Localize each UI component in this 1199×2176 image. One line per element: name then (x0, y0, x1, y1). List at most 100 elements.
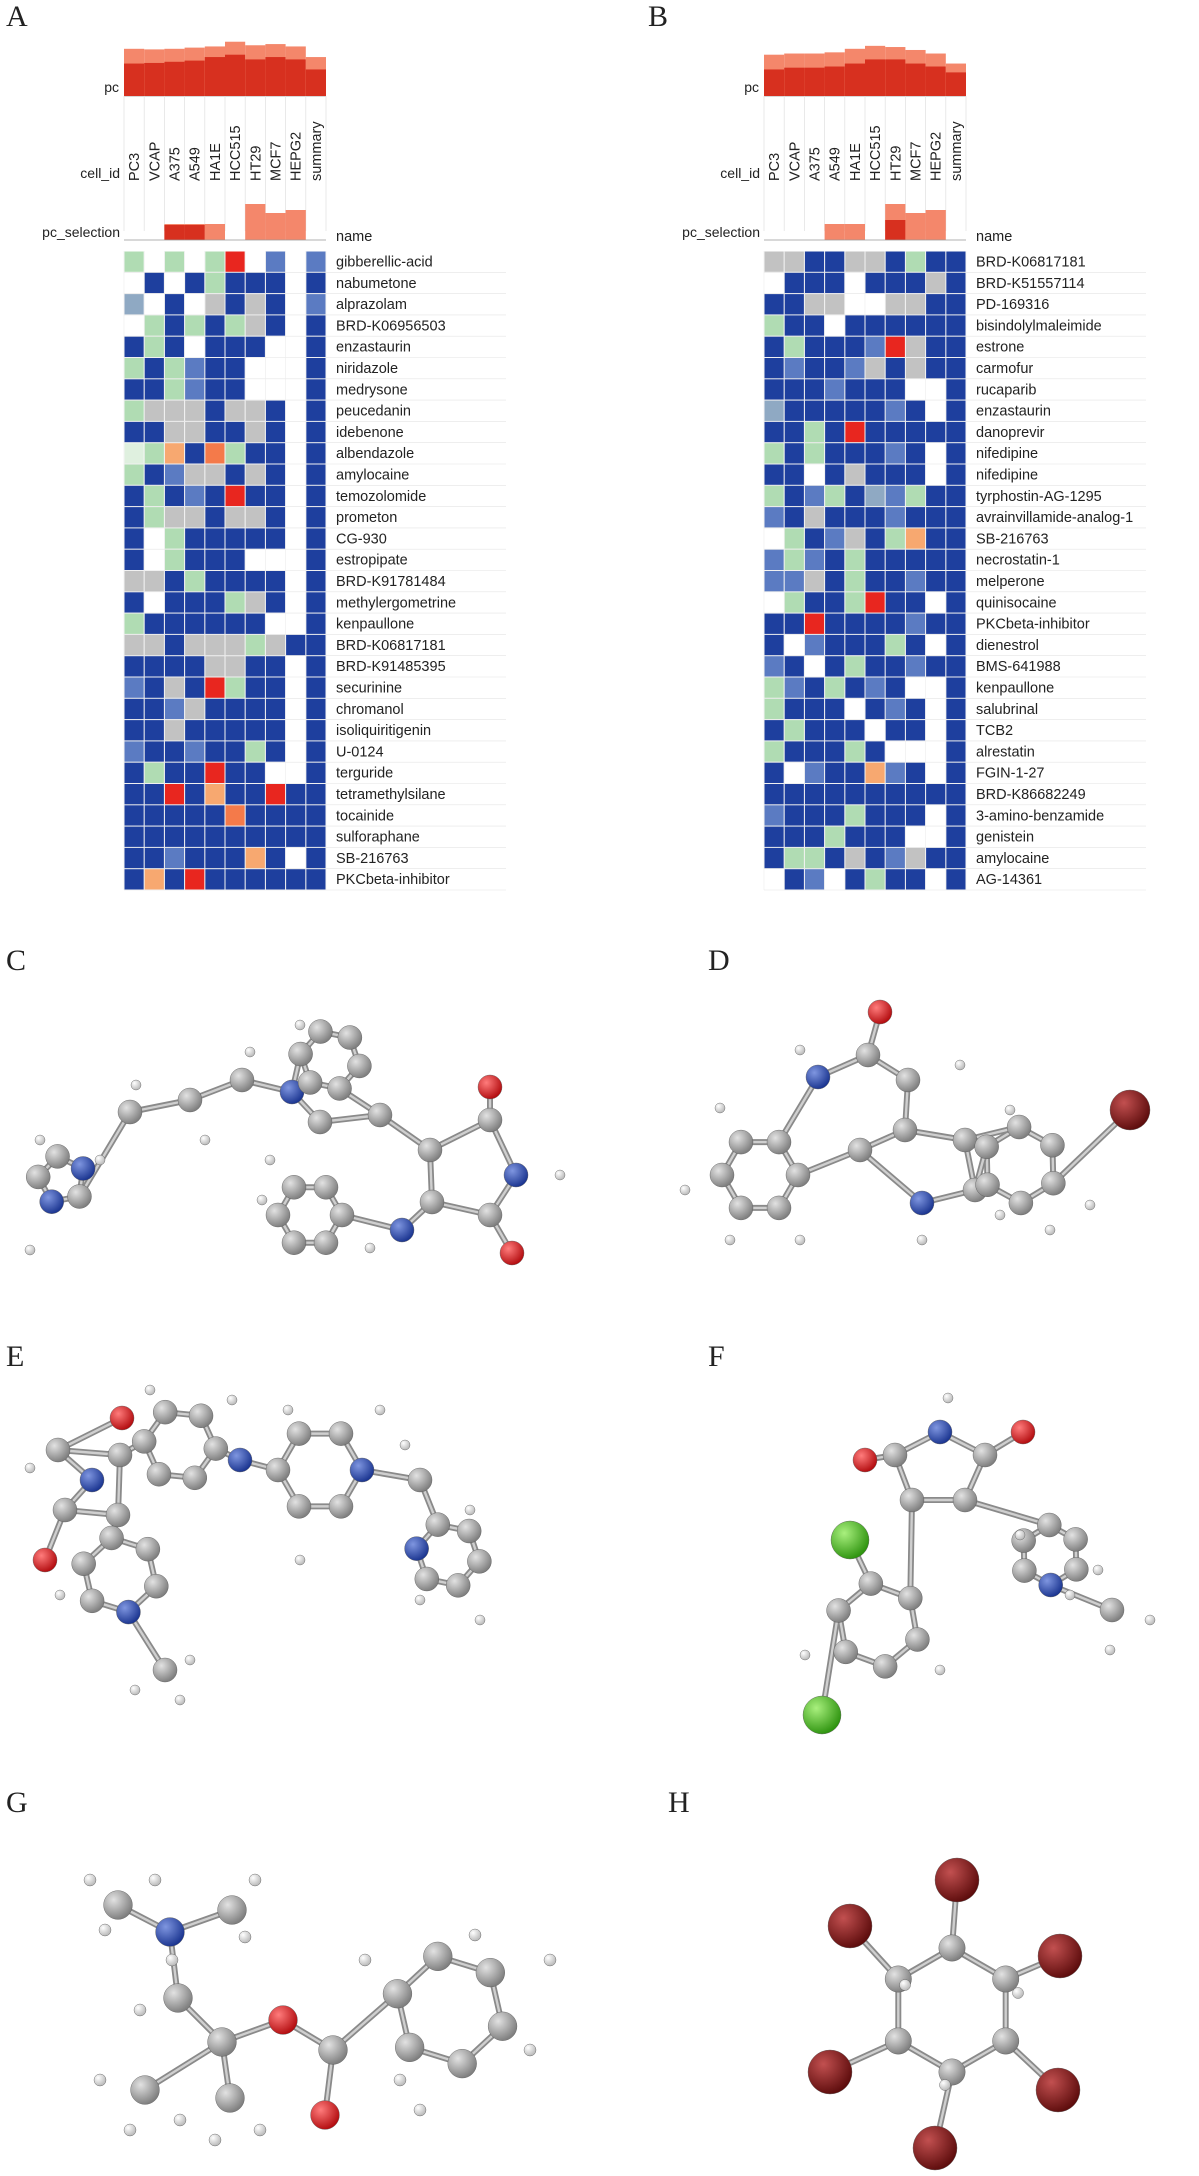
heat-cell (245, 741, 265, 762)
heat-cell (245, 294, 265, 315)
panel-label-f: F (708, 1340, 725, 1373)
heat-cell (905, 421, 926, 443)
atom-c (203, 1436, 229, 1461)
atom-h (130, 1079, 142, 1091)
bond (359, 1467, 423, 1483)
row-label: terguride (336, 766, 393, 782)
row-label: BRD-K06956503 (336, 318, 446, 334)
heat-cell (205, 464, 225, 485)
atom-h (133, 2003, 147, 2017)
atom-cl (802, 1695, 842, 1735)
heat-cell (905, 784, 926, 805)
heat-cell (124, 784, 144, 805)
heat-cell (845, 485, 865, 507)
atom-cl (830, 1520, 870, 1560)
heat-cell (825, 634, 845, 656)
pc-bar-inner (305, 69, 326, 96)
heat-cell (784, 592, 804, 613)
row-label: genistein (976, 830, 1034, 846)
row-label: melperone (976, 574, 1045, 590)
heat-cell (804, 698, 825, 720)
atom-c (288, 1041, 313, 1067)
bond-highlight (909, 1498, 914, 1600)
heat-cell (946, 549, 966, 570)
heat-cell (306, 634, 326, 656)
bond-highlight (863, 1453, 897, 1462)
bond-highlight (467, 1529, 481, 1563)
selection-bar-dark (164, 225, 185, 240)
bond (1002, 2038, 1061, 2093)
row-label: danoprevir (976, 425, 1045, 441)
bond-highlight (56, 1448, 94, 1482)
bond-highlight (396, 1992, 411, 2049)
heat-cell (946, 784, 966, 805)
heat-cell (265, 869, 286, 890)
heat-cell (185, 741, 205, 762)
heat-cell (124, 698, 144, 720)
heat-cell (245, 869, 265, 890)
bond-highlight (489, 1971, 504, 2028)
bond (882, 1636, 921, 1670)
heat-cell (265, 400, 286, 421)
row-label: tyrphostin-AG-1295 (976, 489, 1102, 505)
bond (155, 1471, 198, 1481)
atom-h (264, 1154, 276, 1166)
atom-c (207, 2027, 237, 2057)
atom-c (395, 2032, 425, 2062)
bond (427, 1117, 493, 1153)
heat-cell (265, 464, 286, 485)
atom-c (952, 1127, 978, 1153)
bond-highlight (324, 1186, 344, 1217)
bond-highlight (963, 1498, 1051, 1527)
heat-cell (306, 762, 326, 783)
heat-cell (845, 784, 865, 805)
heat-cell (124, 251, 144, 272)
heat-cell (225, 528, 245, 549)
row-label: gibberellic-acid (336, 255, 433, 271)
atom-c (163, 1983, 193, 2013)
heat-cell (286, 805, 306, 826)
heat-cell (164, 698, 185, 720)
heat-cell (205, 784, 225, 805)
bond-highlight (127, 1610, 167, 1672)
atom-n (503, 1162, 529, 1188)
heat-cell (905, 571, 926, 592)
bond-highlight (866, 1010, 882, 1057)
heat-cell (825, 443, 845, 464)
heat-cell (205, 571, 225, 592)
heat-cell (946, 741, 966, 762)
heat-cell (764, 400, 784, 421)
atom-c (475, 1958, 505, 1988)
heat-cell (124, 869, 144, 890)
atom-h (238, 1930, 252, 1944)
atom-br (934, 1857, 980, 1903)
heat-cell (205, 358, 225, 379)
atom-h (1014, 1529, 1026, 1541)
bond-highlight (78, 1110, 132, 1198)
atom-o (109, 1405, 135, 1431)
heat-cell (185, 549, 205, 570)
atom-h (994, 1209, 1006, 1221)
atom-h (129, 1684, 141, 1696)
heat-cell (946, 613, 966, 634)
atom-h (543, 1953, 557, 1967)
bond-highlight (436, 1523, 471, 1533)
atom-c (347, 1053, 372, 1079)
selection-bar-dark (184, 225, 205, 240)
atom-br (912, 2125, 958, 2171)
heat-cell (185, 464, 205, 485)
heat-cell (764, 549, 784, 570)
bond-highlight (378, 1113, 432, 1152)
bond (297, 1051, 314, 1086)
bond (895, 2038, 955, 2075)
heat-cell (286, 826, 306, 847)
heat-cell (885, 613, 905, 634)
bond (429, 1199, 493, 1218)
bond (394, 1953, 441, 1997)
atom-c (1012, 1558, 1037, 1583)
heat-cell (265, 571, 286, 592)
column-label: PC3 (127, 153, 143, 181)
heat-cell (144, 421, 164, 443)
bond (827, 2038, 902, 2075)
heat-cell (306, 784, 326, 805)
